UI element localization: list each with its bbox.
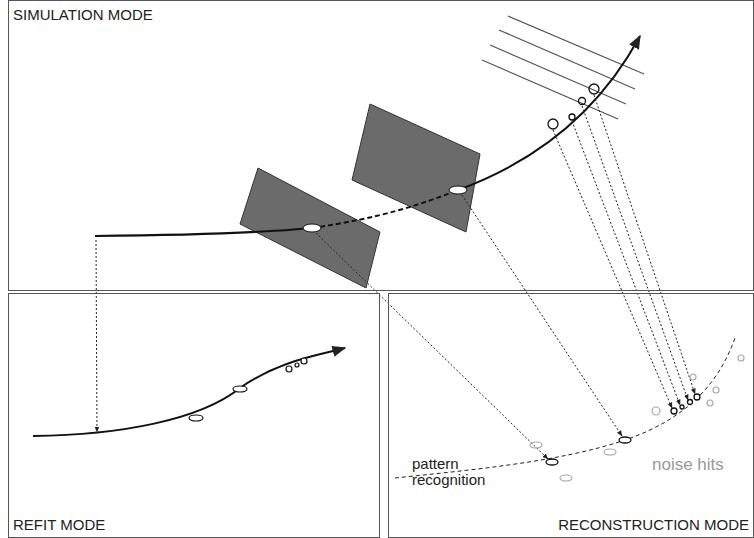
mode-panel: RECONSTRUCTION MODE	[388, 293, 754, 538]
mode-panel: SIMULATION MODE	[8, 0, 754, 291]
panel-title: RECONSTRUCTION MODE	[558, 517, 749, 534]
panel-title: SIMULATION MODE	[13, 7, 153, 24]
detector-plane	[352, 104, 480, 232]
mode-panel: REFIT MODE	[8, 293, 380, 538]
annotation-label: noise hits	[652, 456, 724, 474]
annotation-label: pattern recognition	[412, 456, 522, 488]
noise-hits	[530, 355, 744, 481]
track	[95, 228, 312, 236]
panel-title: REFIT MODE	[13, 517, 105, 534]
projection-arrows	[96, 95, 695, 459]
detector-plane	[240, 168, 380, 288]
